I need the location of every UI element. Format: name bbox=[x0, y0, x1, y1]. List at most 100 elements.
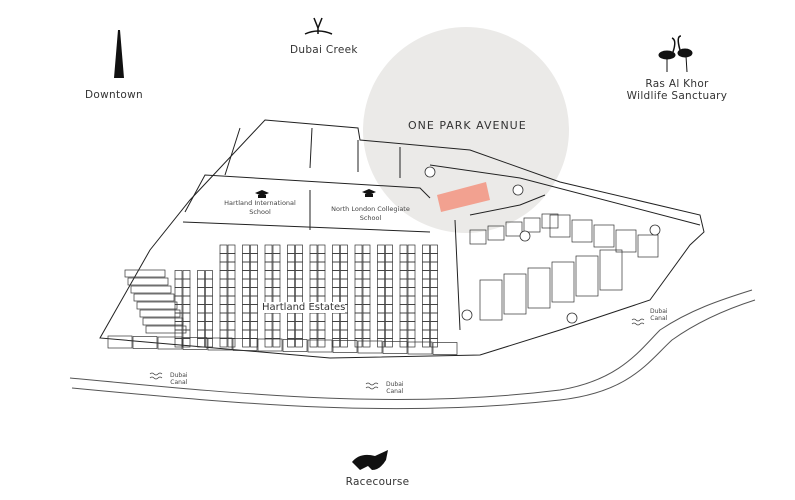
villa-plot bbox=[219, 321, 228, 331]
villa-plot bbox=[430, 329, 438, 339]
villa-plot bbox=[385, 270, 393, 280]
villa-plot bbox=[399, 253, 408, 263]
villa-plot bbox=[332, 312, 340, 322]
villa-plot bbox=[227, 338, 236, 348]
villa-plot bbox=[287, 338, 295, 348]
villa-plot bbox=[430, 295, 438, 305]
villa-plot bbox=[422, 261, 430, 271]
villa-plot bbox=[287, 321, 295, 331]
villa-plot bbox=[407, 341, 433, 355]
villa-plot bbox=[264, 261, 273, 271]
villa-plot bbox=[287, 329, 295, 339]
villa-plot bbox=[469, 229, 487, 245]
villa-plot bbox=[354, 295, 363, 305]
villa-plots bbox=[107, 213, 659, 355]
hartland-school-label: Hartland International School bbox=[210, 199, 310, 217]
villa-plot bbox=[377, 244, 385, 254]
villa-plot bbox=[385, 321, 393, 331]
villa-plot bbox=[295, 261, 303, 271]
villa-plot bbox=[250, 270, 258, 280]
villa-plot bbox=[407, 295, 416, 305]
villa-plot bbox=[242, 253, 250, 263]
villa-plot bbox=[242, 261, 250, 271]
villa-plot bbox=[637, 234, 659, 258]
villa-plot bbox=[136, 301, 178, 310]
villa-plot bbox=[182, 278, 191, 288]
flamingo-icon bbox=[658, 35, 693, 73]
villa-plot bbox=[174, 338, 183, 348]
villa-plot bbox=[549, 214, 571, 238]
villa-plot bbox=[182, 270, 191, 280]
villa-plot bbox=[377, 329, 385, 339]
villa-plot bbox=[422, 244, 430, 254]
villa-plot bbox=[575, 255, 599, 297]
villa-plot bbox=[205, 338, 213, 348]
villa-plot bbox=[250, 261, 258, 271]
creek-icon bbox=[304, 17, 333, 35]
villa-plot bbox=[287, 287, 295, 297]
villa-plot bbox=[362, 329, 371, 339]
villa-plot bbox=[130, 285, 172, 294]
villa-plot bbox=[354, 253, 363, 263]
villa-plot bbox=[205, 295, 213, 305]
villa-plot bbox=[309, 244, 318, 254]
villa-plot bbox=[385, 287, 393, 297]
villa-plot bbox=[317, 312, 326, 322]
villa-plot bbox=[207, 337, 233, 351]
villa-plot bbox=[523, 217, 541, 233]
villa-plot bbox=[340, 278, 348, 288]
ras-al-khor-label: Ras Al Khor Wildlife Sanctuary bbox=[612, 78, 742, 102]
villa-plot bbox=[309, 321, 318, 331]
villa-plot bbox=[407, 244, 416, 254]
project-highlight-circle bbox=[363, 27, 569, 233]
villa-plot bbox=[219, 295, 228, 305]
villa-plot bbox=[295, 287, 303, 297]
villa-plot bbox=[182, 304, 191, 314]
villa-plot bbox=[227, 278, 236, 288]
villa-plot bbox=[407, 261, 416, 271]
villa-plot bbox=[309, 253, 318, 263]
villa-plot bbox=[250, 338, 258, 348]
villa-plot bbox=[219, 287, 228, 297]
villa-plot bbox=[385, 244, 393, 254]
burj-khalifa-icon bbox=[114, 30, 124, 78]
villa-plot bbox=[340, 312, 348, 322]
villa-plot bbox=[227, 253, 236, 263]
villa-plot bbox=[174, 270, 183, 280]
villa-plot bbox=[422, 278, 430, 288]
villa-plot bbox=[287, 244, 295, 254]
villa-plot bbox=[399, 244, 408, 254]
villa-plot bbox=[332, 340, 358, 353]
site-outline bbox=[99, 119, 705, 359]
villa-plot bbox=[107, 335, 133, 349]
villa-plot bbox=[362, 244, 371, 254]
villa-plot bbox=[362, 295, 371, 305]
one-park-avenue-plot[interactable] bbox=[437, 182, 490, 212]
villa-plot bbox=[219, 338, 228, 348]
villa-plot bbox=[422, 287, 430, 297]
villa-plot bbox=[309, 287, 318, 297]
villa-plot bbox=[503, 273, 527, 315]
villa-plot bbox=[219, 244, 228, 254]
villa-plot bbox=[205, 304, 213, 314]
villa-plot bbox=[422, 321, 430, 331]
villa-plot bbox=[340, 329, 348, 339]
villa-plot bbox=[242, 287, 250, 297]
villa-plot bbox=[182, 287, 191, 297]
villa-plot bbox=[332, 338, 340, 348]
ras-al-khor-line2: Wildlife Sanctuary bbox=[626, 90, 728, 102]
school-name-line1: North London Collegiate bbox=[331, 205, 410, 213]
villa-plot bbox=[354, 312, 363, 322]
villa-plot bbox=[422, 295, 430, 305]
villa-plot bbox=[422, 329, 430, 339]
villa-plot bbox=[205, 312, 213, 322]
villa-plot bbox=[272, 261, 281, 271]
villa-plot bbox=[242, 244, 250, 254]
villa-plot bbox=[287, 278, 295, 288]
villa-plot bbox=[295, 244, 303, 254]
villa-plot bbox=[357, 340, 383, 354]
canal-line2: Canal bbox=[650, 315, 668, 322]
villa-plot bbox=[385, 304, 393, 314]
villa-plot bbox=[332, 253, 340, 263]
